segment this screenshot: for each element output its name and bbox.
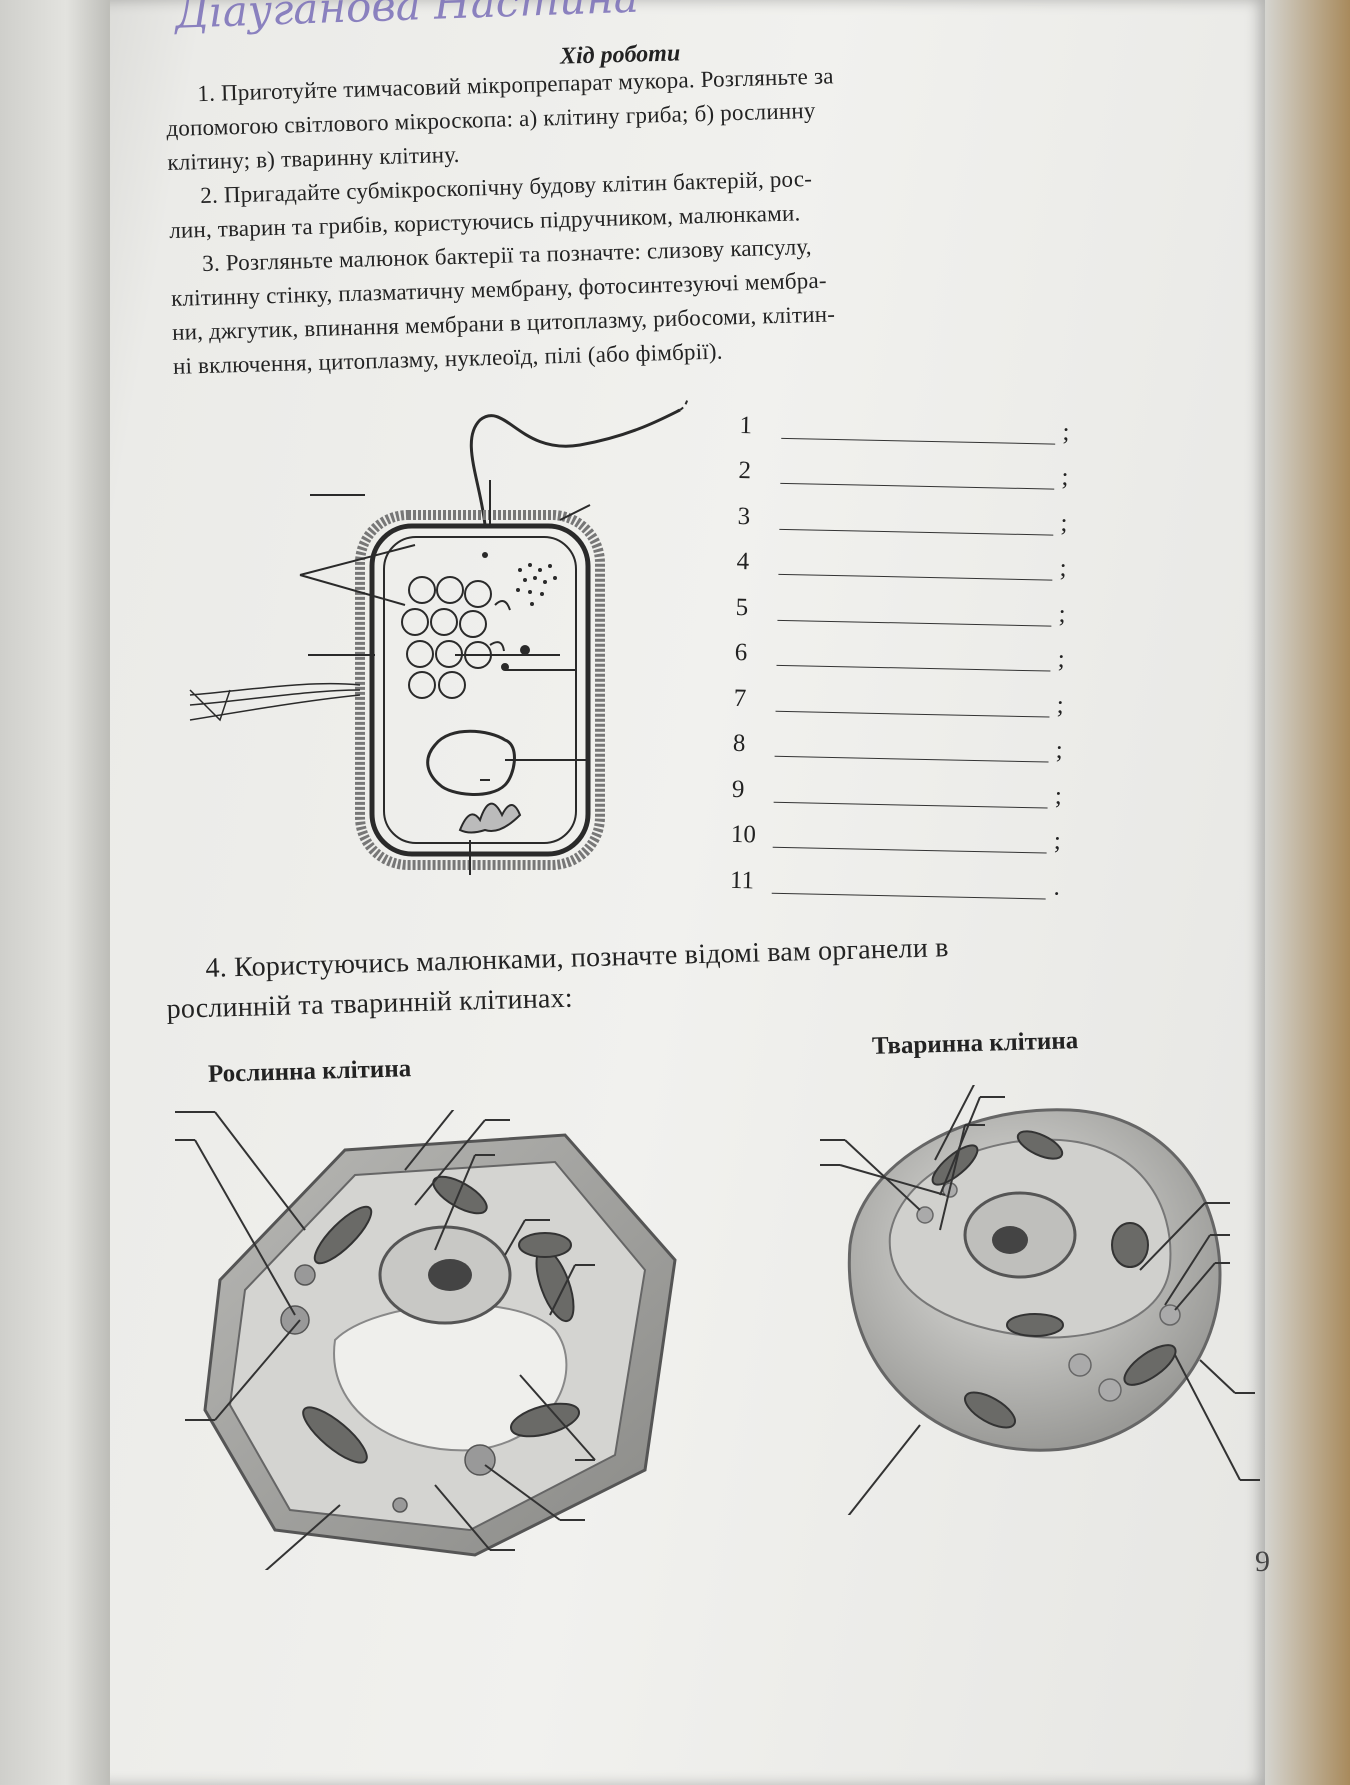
answer-number: 5 <box>735 593 749 621</box>
answer-blank[interactable] <box>778 573 1053 581</box>
bacterium-diagram <box>189 400 689 875</box>
answer-blank[interactable] <box>775 710 1050 718</box>
answer-number: 9 <box>731 775 745 803</box>
answer-punct: . <box>1053 873 1061 901</box>
answer-punct: ; <box>1057 645 1065 673</box>
answer-blank[interactable] <box>776 664 1051 672</box>
answer-row[interactable]: 9 ; <box>731 766 1062 818</box>
answer-row[interactable]: 10 ; <box>730 811 1061 863</box>
answer-blank[interactable] <box>779 528 1054 536</box>
answer-blank[interactable] <box>771 892 1046 900</box>
answer-number: 2 <box>738 456 752 485</box>
answer-blank[interactable] <box>773 801 1048 809</box>
answer-punct: ; <box>1058 600 1066 628</box>
answer-row[interactable]: 3 ; <box>737 493 1068 545</box>
answer-row[interactable]: 7 ; <box>733 675 1064 727</box>
answer-row[interactable]: 8 ; <box>732 720 1063 772</box>
answer-number: 10 <box>730 820 757 849</box>
plant-cell-diagram <box>175 1110 677 1570</box>
answer-row[interactable]: 1 ; <box>739 402 1070 454</box>
answer-punct: ; <box>1062 418 1070 446</box>
task-3: 3. Розгляньте малюнок бактерії та познач… <box>170 221 1133 384</box>
answer-number: 8 <box>732 729 746 758</box>
plant-cell-title: Рослинна клітина <box>207 1055 412 1088</box>
answer-number: 4 <box>736 547 750 576</box>
answer-number: 1 <box>739 411 753 439</box>
answer-number: 3 <box>737 502 751 530</box>
answer-blank[interactable] <box>777 619 1052 627</box>
animal-cell-title: Тваринна клітина <box>871 1027 1079 1060</box>
answer-row[interactable]: 4 ; <box>736 538 1067 590</box>
answer-punct: ; <box>1061 463 1069 491</box>
answer-blank[interactable] <box>781 437 1056 445</box>
answer-punct: ; <box>1055 736 1064 764</box>
animal-cell-diagram <box>820 1085 1260 1515</box>
answer-punct: ; <box>1056 691 1065 719</box>
answer-punct: ; <box>1060 509 1068 537</box>
answer-blank[interactable] <box>772 846 1047 854</box>
answer-row[interactable]: 11 . <box>730 857 1061 909</box>
page-number: 9 <box>1255 1545 1270 1578</box>
answer-punct: ; <box>1053 827 1062 855</box>
answer-punct: ; <box>1059 554 1067 582</box>
answer-blank[interactable] <box>780 482 1055 490</box>
answer-lines: 1 ; 2 ; 3 ; 4 ; 5 ; 6 ; 7 ; 8 ; 9 ; <box>730 402 1070 909</box>
answer-number: 7 <box>733 684 747 712</box>
answer-number: 6 <box>734 638 748 667</box>
answer-row[interactable]: 5 ; <box>735 584 1066 636</box>
answer-row[interactable]: 6 ; <box>734 629 1065 681</box>
answer-row[interactable]: 2 ; <box>738 447 1069 499</box>
tasks-text: 1. Приготуйте тимчасовий мікропрепарат м… <box>165 51 1133 384</box>
answer-blank[interactable] <box>774 755 1049 763</box>
left-page-edge <box>0 0 110 1785</box>
answer-punct: ; <box>1054 782 1063 810</box>
answer-number: 11 <box>729 866 755 894</box>
